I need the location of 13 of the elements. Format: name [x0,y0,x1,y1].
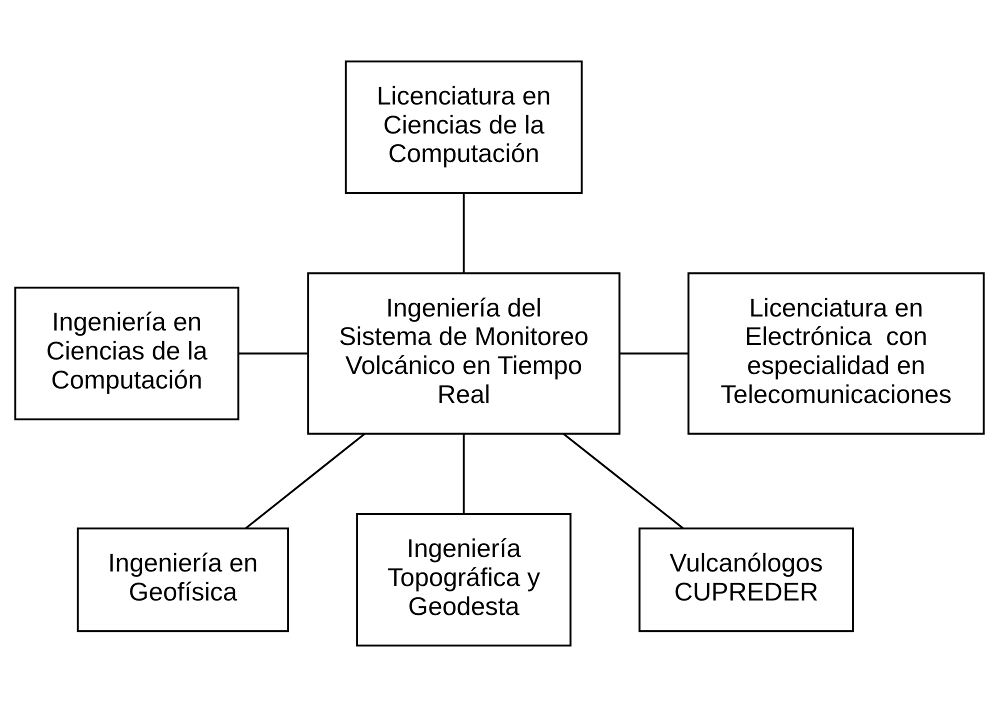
node-box: Ingeniería del Sistema de Monitoreo Volcánico en Tiempo Real [307,272,620,434]
connector [238,352,308,354]
connector [245,432,366,529]
connector [620,352,688,354]
node-box: Ingeniería en Geofísica [76,526,290,632]
node-box: Ingeniería en Ciencias de la Computación [14,286,240,420]
connector [462,192,465,272]
node-box: Vulcanólogos CUPREDER [638,526,854,632]
connector [562,432,684,529]
connector [462,433,465,513]
node-box: Licenciatura en Ciencias de la Computación [344,60,583,194]
node-box: Ingeniería Topográfica y Geodesta [356,512,572,646]
node-box: Licenciatura en Electrónica con especialidad en Telecomunicaciones [688,272,985,434]
